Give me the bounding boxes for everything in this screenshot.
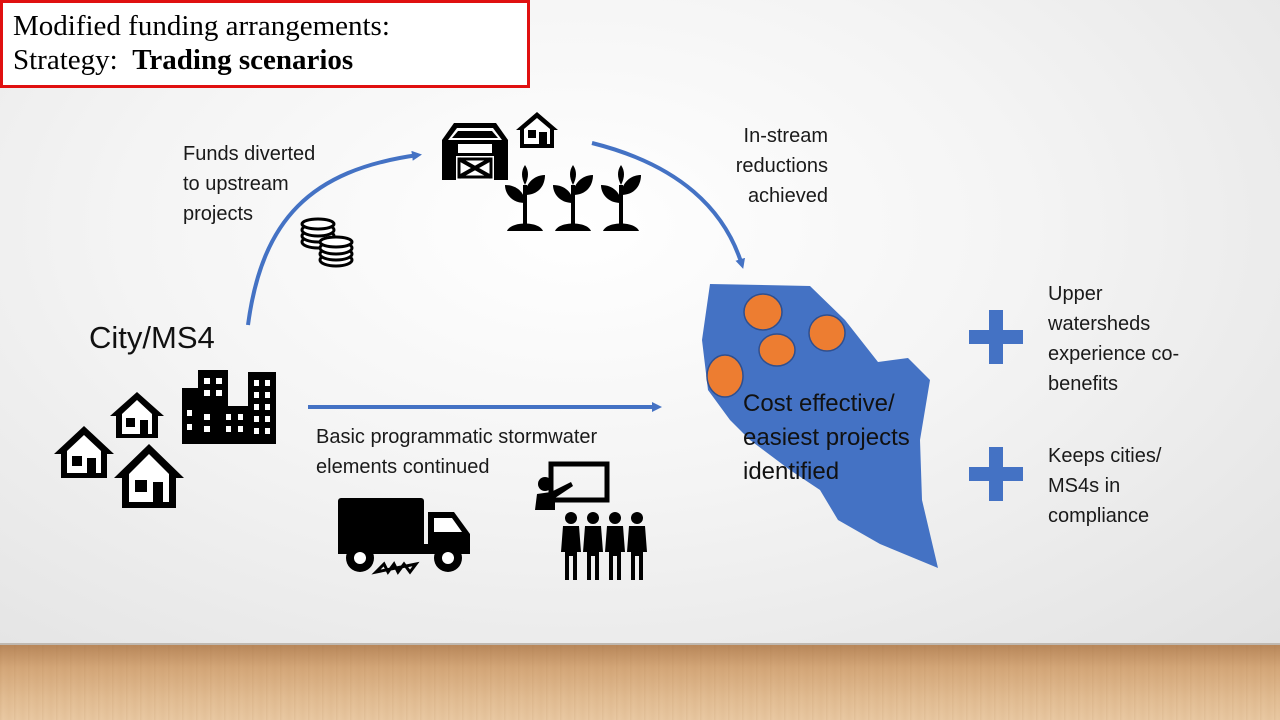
basic-line-2: elements continued xyxy=(316,456,490,478)
watershed-shape xyxy=(702,284,938,568)
wood-floor xyxy=(0,645,1280,720)
watershed-line-2: easiest projects xyxy=(743,424,910,451)
plus-icon xyxy=(969,310,1023,364)
watershed-line-3: identified xyxy=(743,458,840,485)
instream-line-1: In-stream xyxy=(743,125,828,147)
benefit-1-line-1: Upper xyxy=(1048,283,1103,305)
watershed-label: Cost effective/ easiest projects identif… xyxy=(743,387,910,489)
house-icon xyxy=(516,112,558,148)
benefit-2-label: Keeps cities/ MS4s in compliance xyxy=(1048,441,1161,531)
street-sweeper-truck-icon xyxy=(338,498,470,575)
basic-line-1: Basic programmatic stormwater xyxy=(316,426,598,448)
benefit-2-line-3: compliance xyxy=(1048,505,1150,527)
floor-divider xyxy=(0,643,1280,646)
instream-label: In-stream reductions achieved xyxy=(680,121,828,211)
title-prefix: Strategy: xyxy=(13,44,118,76)
title-line-1: Modified funding arrangements: xyxy=(13,10,390,42)
title-strategy: Trading scenarios xyxy=(132,44,354,76)
basic-program-label: Basic programmatic stormwater elements c… xyxy=(316,422,597,482)
barn-icon xyxy=(442,123,508,180)
benefit-2-line-2: MS4s in xyxy=(1048,475,1121,497)
city-label: City/MS4 xyxy=(89,320,215,355)
title-line-2: Strategy: Trading scenarios xyxy=(13,43,517,77)
presentation-audience-icon xyxy=(535,461,647,580)
benefit-1-label: Upper watersheds experience co- benefits xyxy=(1048,279,1179,399)
benefit-1-line-3: experience co- xyxy=(1048,343,1180,365)
funds-line-1: Funds diverted xyxy=(183,143,316,165)
plant-icon xyxy=(505,163,643,233)
project-dots xyxy=(706,293,846,398)
city-buildings-icon xyxy=(54,370,276,508)
plus-icon xyxy=(969,447,1023,501)
arrow-instream xyxy=(591,141,746,269)
benefit-2-line-1: Keeps cities/ xyxy=(1048,445,1162,467)
coins-icon xyxy=(300,217,354,268)
instream-line-3: achieved xyxy=(747,185,828,207)
funds-line-3: projects xyxy=(183,203,254,225)
funds-line-2: to upstream xyxy=(183,173,289,195)
title-box: Modified funding arrangements: Strategy:… xyxy=(0,0,530,88)
benefit-1-line-4: benefits xyxy=(1048,373,1119,395)
funds-label: Funds diverted to upstream projects xyxy=(183,139,315,229)
instream-line-2: reductions xyxy=(735,155,828,177)
arrow-funds-upstream xyxy=(246,150,422,326)
watershed-line-1: Cost effective/ xyxy=(743,390,895,417)
benefit-1-line-2: watersheds xyxy=(1048,313,1151,335)
